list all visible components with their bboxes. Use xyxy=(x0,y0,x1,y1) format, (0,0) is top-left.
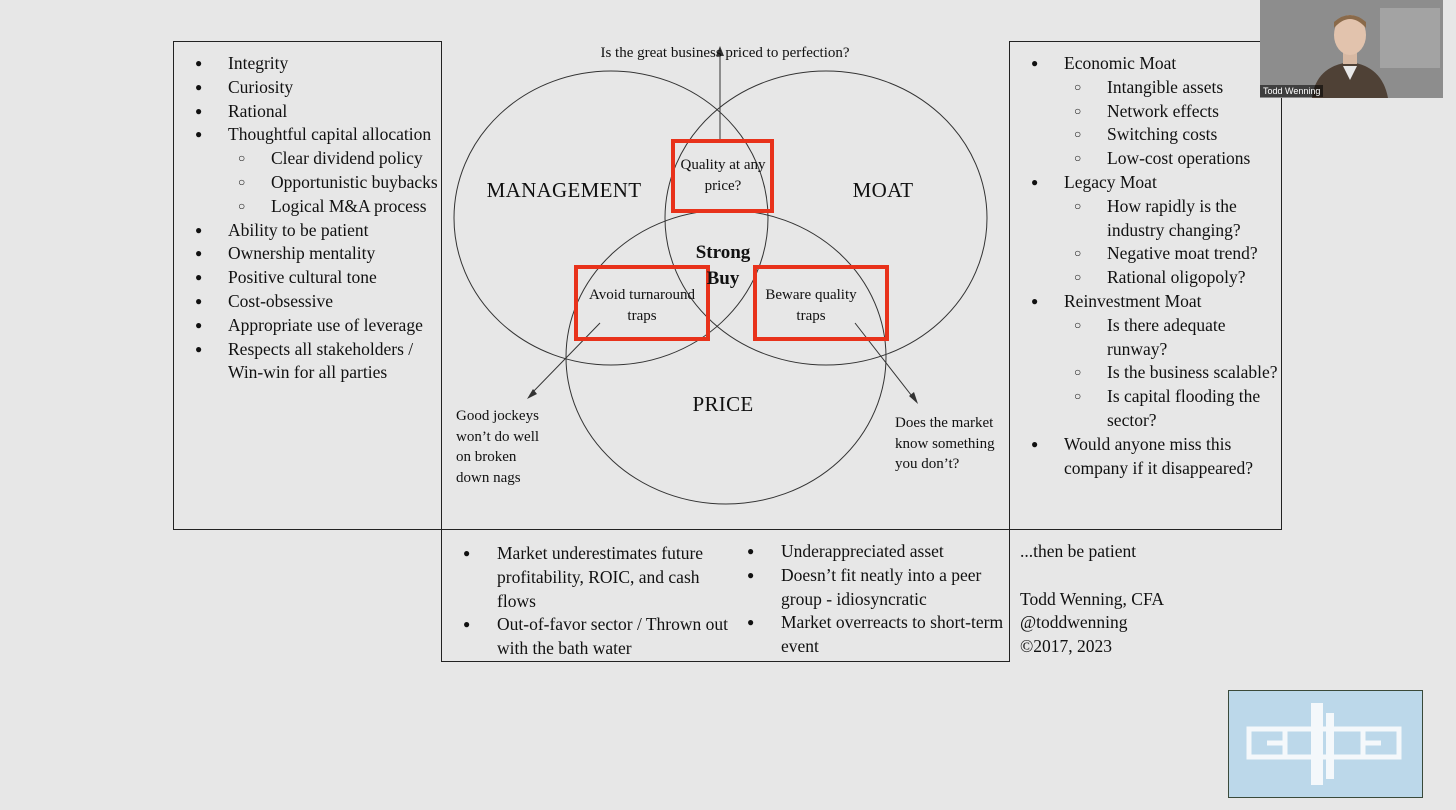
logo-watermark xyxy=(1228,690,1423,798)
participant-name: Todd Wenning xyxy=(1260,85,1323,97)
left-arrow-head xyxy=(527,389,537,399)
author-handle: @toddwenning xyxy=(1020,611,1270,635)
top-question: Is the great business priced to perfecti… xyxy=(570,43,880,64)
author-name: Todd Wenning, CFA xyxy=(1020,588,1270,612)
good-jockeys-note: Good jockeys won’t do well on broken dow… xyxy=(456,406,552,488)
bottom-col-2: Underappreciated asset Doesn’t fit neatl… xyxy=(727,540,1012,659)
person-silhouette-icon xyxy=(1260,0,1443,98)
quality-any-price-text: Quality at any price? xyxy=(680,155,766,196)
avoid-turnaround-text: Avoid turnaround traps xyxy=(578,285,706,326)
participant-video[interactable]: Todd Wenning xyxy=(1260,0,1443,98)
bottom-col-1: Market underestimates future profitabili… xyxy=(443,542,733,661)
building-logo-icon xyxy=(1229,691,1422,797)
then-be-patient: ...then be patient xyxy=(1020,540,1270,564)
does-market-know-note: Does the market know something you don’t… xyxy=(895,413,1001,475)
beware-quality-text: Beware quality traps xyxy=(762,285,860,326)
moat-label: MOAT xyxy=(830,178,936,203)
bottom-col2-item: Doesn’t fit neatly into a peer group - i… xyxy=(727,564,1012,612)
copyright: ©2017, 2023 xyxy=(1020,635,1270,659)
author-block: ...then be patient Todd Wenning, CFA @to… xyxy=(1020,540,1270,659)
bottom-col2-item: Market overreacts to short-term event xyxy=(727,611,1012,659)
bottom-col2-item: Underappreciated asset xyxy=(727,540,1012,564)
management-label: MANAGEMENT xyxy=(470,178,658,203)
bottom-col1-item: Market underestimates future profitabili… xyxy=(443,542,733,613)
price-label: PRICE xyxy=(670,392,776,417)
bottom-col1-item: Out-of-favor sector / Thrown out with th… xyxy=(443,613,733,661)
left-arrow-line xyxy=(530,323,600,395)
